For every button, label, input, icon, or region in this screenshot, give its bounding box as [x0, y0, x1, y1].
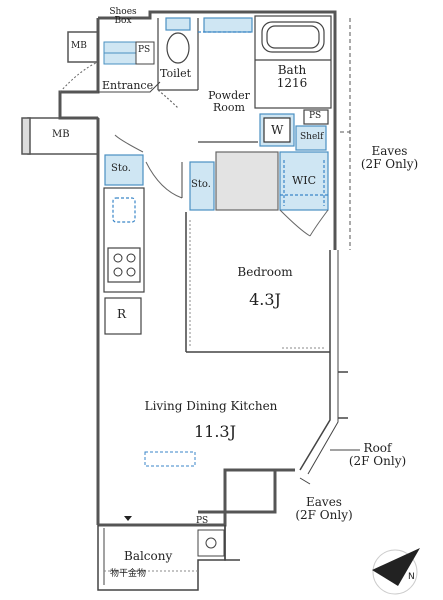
toilet-room — [157, 17, 199, 109]
kitchen-counter — [103, 187, 145, 335]
ps-right-label: PS — [309, 111, 322, 121]
utility-area — [259, 109, 329, 151]
bath-size: 1216 — [276, 75, 308, 90]
eaves-top-title: Eaves — [371, 144, 408, 158]
bedroom-title: Bedroom — [237, 265, 293, 279]
eaves-top-label: Eaves (2F Only) — [352, 145, 427, 170]
balcony-label: Balcony — [124, 549, 173, 563]
roof-title: Roof — [363, 441, 392, 455]
mb-left-label: MB — [52, 129, 70, 140]
eaves-top-note: (2F Only) — [360, 156, 419, 171]
bath-room — [254, 15, 332, 109]
wic-label: WIC — [292, 174, 317, 187]
eaves-bottom-title: Eaves — [306, 495, 342, 509]
ps-bottom-label: PS — [196, 516, 209, 526]
ps-top-label: PS — [138, 45, 151, 55]
powder-room-label: Powder Room — [204, 90, 254, 113]
eaves-lines — [340, 18, 351, 250]
shoes-label: Shoes — [109, 7, 137, 17]
storage-2-label: Sto. — [191, 179, 211, 190]
eaves-bottom-note: (2F Only) — [295, 507, 353, 522]
bedroom-size: 4.3J — [249, 290, 281, 309]
shoes-box-label: Shoes Box — [108, 7, 138, 27]
bath-label: Bath 1216 — [268, 64, 316, 89]
hob-icon — [113, 253, 136, 277]
box-label: Box — [114, 16, 132, 27]
washer-label: W — [271, 123, 284, 137]
north-arrow-icon: N — [372, 548, 420, 595]
roof-label: Roof (2F Only) — [340, 442, 415, 467]
bath-title: Bath — [277, 63, 307, 77]
shelf-label: Shelf — [300, 132, 324, 142]
entrance-label: Entrance — [102, 79, 154, 92]
svg-text:N: N — [408, 572, 415, 582]
toilet-label: Toilet — [160, 67, 192, 80]
mb-top-label: MB — [71, 41, 87, 51]
door-swing-icon — [114, 134, 329, 237]
bedroom — [185, 212, 339, 360]
window-wall — [299, 360, 348, 475]
refrigerator-label: R — [117, 307, 127, 321]
storage-1-label: Sto. — [111, 163, 131, 174]
room-label: Room — [213, 100, 245, 114]
balcony-area — [97, 516, 240, 591]
meter-boxes — [21, 31, 99, 155]
storage-areas — [104, 151, 329, 211]
eaves-bottom-label: Eaves (2F Only) — [284, 496, 364, 521]
ldk-title: Living Dining Kitchen — [144, 399, 278, 413]
leader-lines — [299, 449, 360, 485]
powder-label: Powder — [208, 89, 250, 102]
roof-note: (2F Only) — [348, 453, 407, 468]
ldk-size: 11.3J — [193, 422, 237, 441]
table-outline — [144, 451, 196, 467]
balcony-sub-label: 物干金物 — [110, 569, 147, 579]
entrance-area — [59, 41, 161, 93]
powder-room — [198, 17, 258, 143]
